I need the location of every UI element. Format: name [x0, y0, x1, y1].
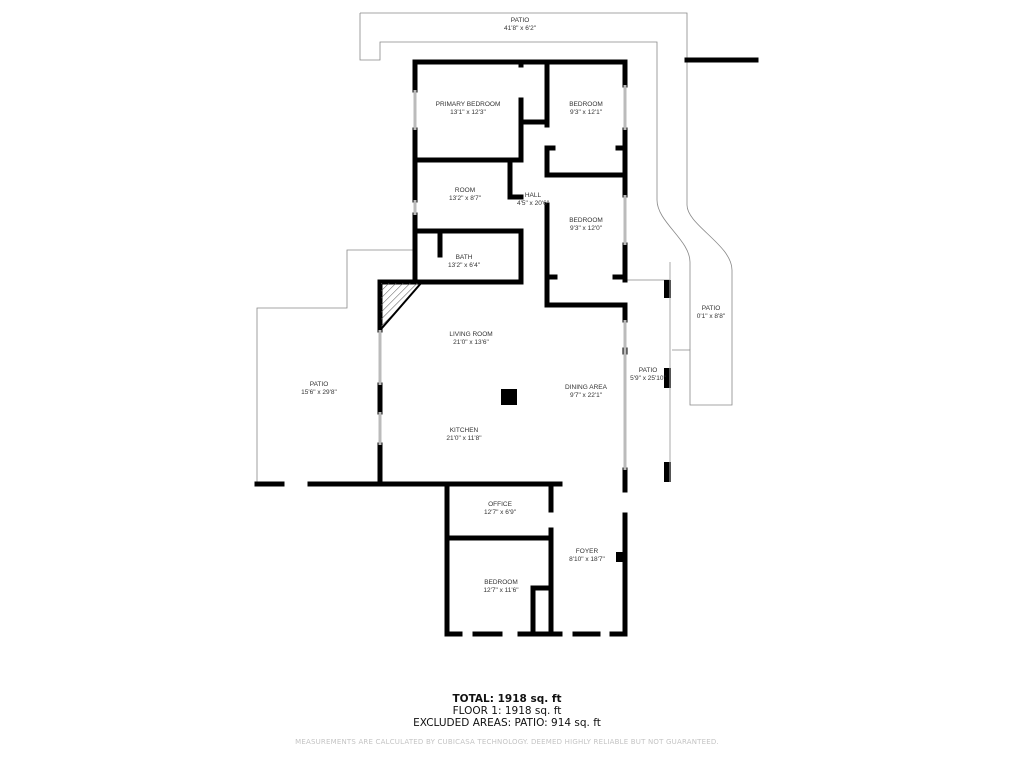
windows [378, 85, 627, 470]
total-area: TOTAL: 1918 sq. ft [452, 693, 562, 705]
room-name: DINING AREA [565, 384, 607, 391]
room-name: BEDROOM [484, 579, 518, 586]
walls [254, 57, 759, 637]
room-name: BEDROOM [569, 101, 603, 108]
room-dims: 9'7" x 22'1" [569, 392, 603, 399]
room-dims: 0'1" x 8'8" [696, 313, 726, 320]
room-dims: 5'9" x 25'10" [630, 375, 666, 382]
room-name: OFFICE [488, 501, 512, 508]
excluded-area: EXCLUDED AREAS: PATIO: 914 sq. ft [413, 717, 601, 729]
room-name: BEDROOM [569, 217, 603, 224]
fireplace-hatch [379, 281, 425, 329]
room-dims: 21'0" x 11'8" [446, 435, 482, 442]
room-dims: 13'1" x 12'3" [450, 109, 486, 116]
room-dims: 15'6" x 29'8" [301, 389, 337, 396]
disclaimer: MEASUREMENTS ARE CALCULATED BY CUBICASA … [295, 738, 719, 746]
room-dims: 12'7" x 6'9" [483, 509, 517, 516]
room-dims: 8'10" x 18'7" [569, 556, 605, 563]
room-dims: 41'8" x 6'2" [503, 25, 537, 32]
floor-area: FLOOR 1: 1918 sq. ft [452, 705, 562, 717]
room-name: KITCHEN [449, 427, 479, 434]
room-dims: 9'3" x 12'0" [569, 225, 603, 232]
room-name: PATIO [638, 367, 658, 374]
room-name: ROOM [454, 187, 476, 194]
room-dims: 4'5" x 20'6" [516, 200, 550, 207]
room-dims: 9'3" x 12'1" [569, 109, 603, 116]
room-name: PATIO [309, 381, 329, 388]
room-name: PATIO [510, 17, 530, 24]
room-name: BATH [455, 254, 473, 261]
room-name: PRIMARY BEDROOM [435, 101, 501, 108]
column [501, 389, 517, 405]
patio-posts [616, 280, 671, 562]
room-dims: 12'7" x 11'6" [483, 587, 519, 594]
room-name: FOYER [575, 548, 599, 555]
room-name: PATIO [701, 305, 721, 312]
room-dims: 21'0" x 13'6" [453, 339, 489, 346]
room-dims: 13'2" x 8'7" [448, 195, 482, 202]
room-name: LIVING ROOM [449, 331, 493, 338]
room-dims: 13'2" x 6'4" [447, 262, 481, 269]
patio-outlines [256, 12, 733, 484]
room-name: HALL [524, 192, 542, 199]
